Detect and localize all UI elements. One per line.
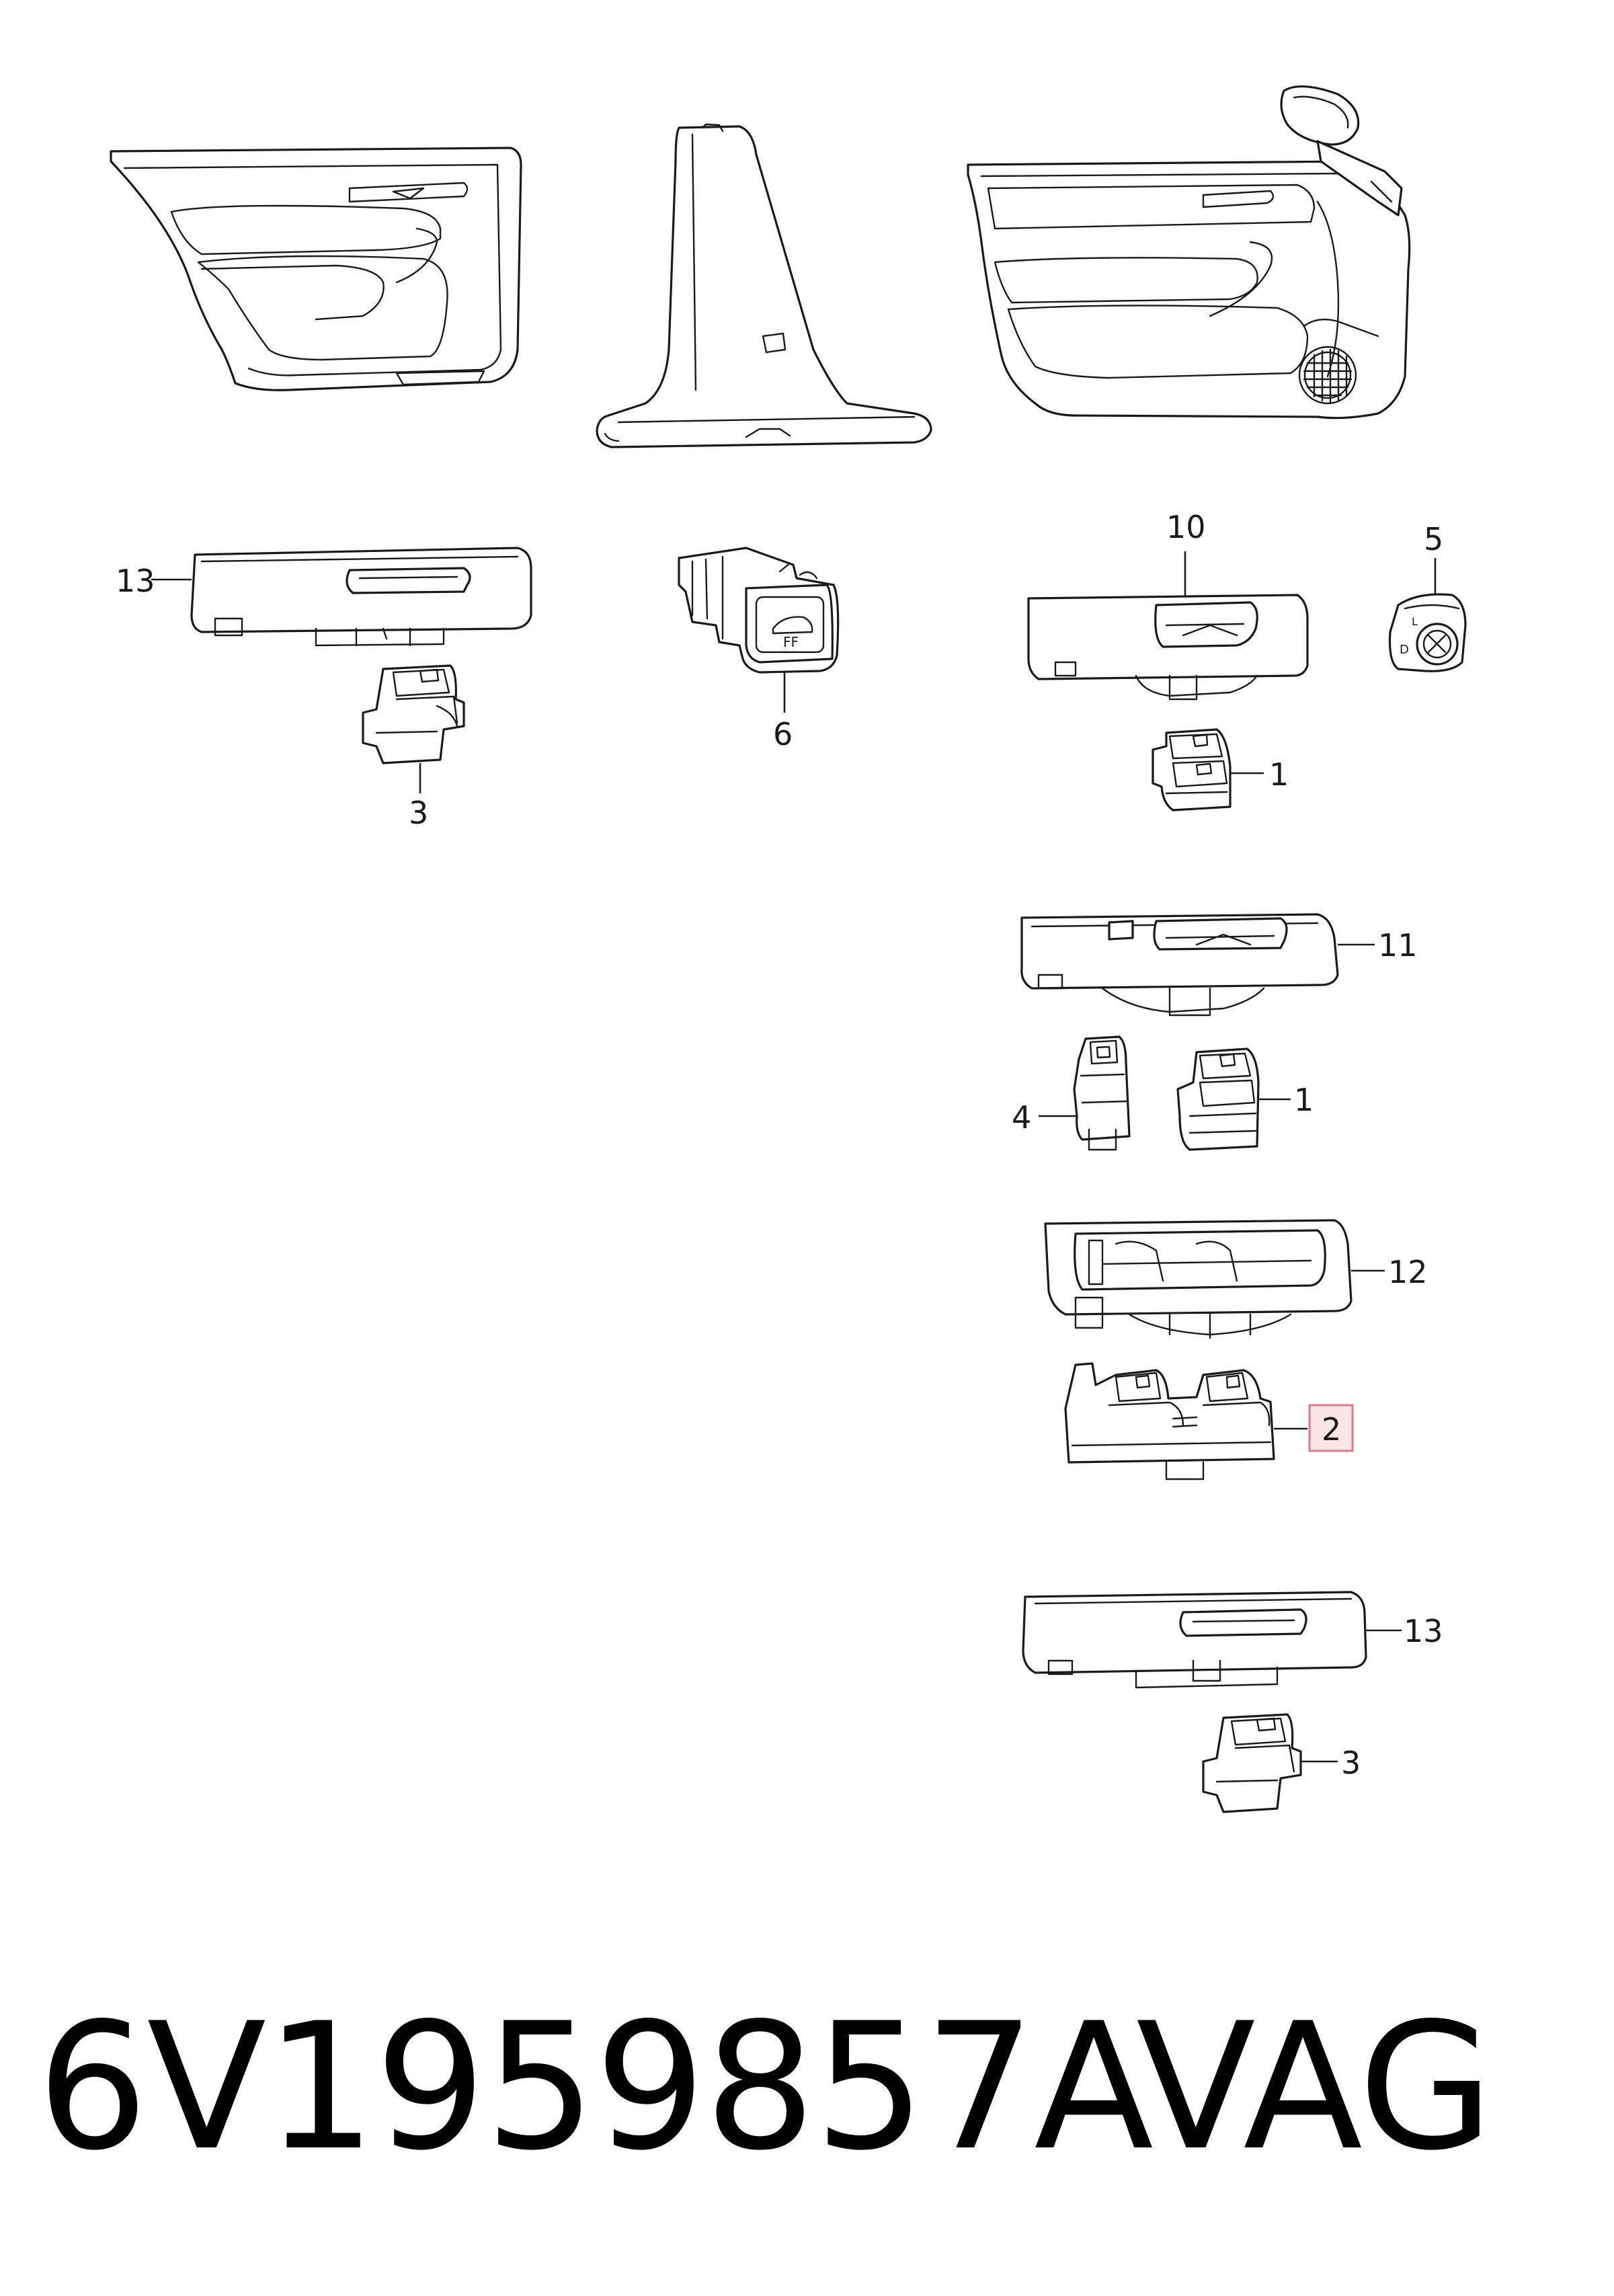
callout-6: 6 — [773, 716, 793, 752]
part-number: 6V1959857A — [37, 1986, 1154, 2189]
switch-3-upper — [362, 664, 465, 764]
callout-13-upper: 13 — [116, 563, 155, 599]
front-door-panel — [967, 85, 1411, 420]
housing-12 — [1044, 1219, 1353, 1339]
callout-3-upper: 3 — [409, 795, 428, 831]
housing-11 — [1020, 913, 1339, 1017]
knob-d-label-icon: D — [1400, 643, 1409, 657]
housing-13-upper — [190, 547, 532, 647]
switch-3-lower — [1202, 1713, 1302, 1813]
callout-10: 10 — [1166, 509, 1206, 545]
callout-12: 12 — [1388, 1254, 1428, 1290]
callout-5: 5 — [1424, 521, 1443, 557]
switch-1-lower — [1176, 1047, 1260, 1151]
highlight-box-2 — [1308, 1404, 1354, 1452]
knob-l-label-icon: L — [1412, 615, 1418, 628]
callout-1-lower: 1 — [1294, 1082, 1314, 1118]
switch-1-upper — [1152, 728, 1232, 811]
callout-13-lower: 13 — [1404, 1613, 1443, 1649]
mirror-knob-5: D L — [1388, 593, 1467, 672]
pillar-trim — [596, 123, 932, 448]
callout-3-lower: 3 — [1341, 1745, 1361, 1781]
housing-13-lower — [1022, 1591, 1367, 1689]
callout-2: 2 — [1322, 1411, 1341, 1448]
callout-11: 11 — [1378, 927, 1418, 963]
housing-10 — [1027, 594, 1309, 701]
switch-4 — [1073, 1035, 1131, 1151]
brand-name: VAG — [1136, 1986, 1494, 2189]
rear-door-panel — [110, 147, 522, 391]
callout-4: 4 — [1012, 1099, 1031, 1136]
switch-2-dual — [1064, 1362, 1275, 1480]
switch-6-trunk: FF — [678, 547, 840, 674]
ff-icon: FF — [783, 634, 799, 650]
callout-1-upper: 1 — [1269, 756, 1289, 793]
